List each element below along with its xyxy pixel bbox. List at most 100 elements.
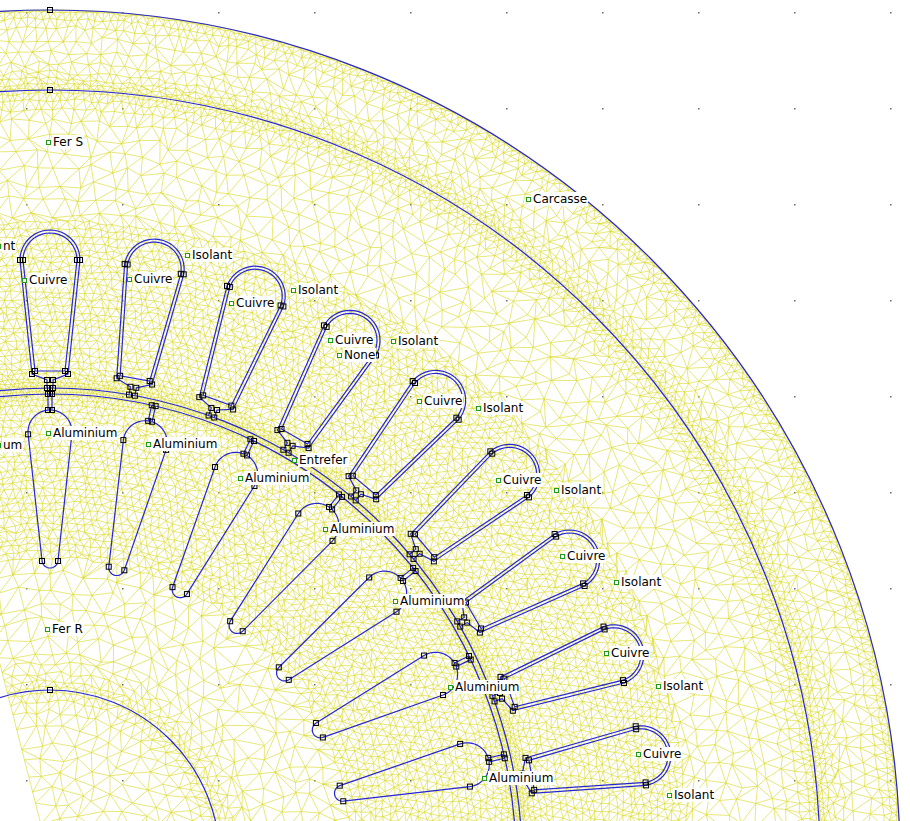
geometry-node xyxy=(490,693,495,698)
block-label: Aluminium xyxy=(329,519,395,537)
material-label: Cuivre xyxy=(566,549,606,563)
slot-insulation xyxy=(353,373,463,495)
label-marker xyxy=(45,627,50,632)
slot-insulation xyxy=(23,233,77,371)
block-label: Isolant xyxy=(297,280,339,298)
block-label: Isolant xyxy=(673,785,715,803)
rotor-bar-slot xyxy=(28,394,72,568)
geometry-node xyxy=(602,627,607,632)
geometry-node xyxy=(581,581,586,586)
geometry-node xyxy=(279,427,284,432)
rotor-bar-slot xyxy=(334,743,504,801)
geometry-node xyxy=(394,609,399,614)
material-label: Cuivre xyxy=(502,473,542,487)
block-label: Aluminium xyxy=(152,434,218,452)
rotor-bar-slot xyxy=(172,439,258,597)
geometry-node xyxy=(150,419,155,424)
geometry-node xyxy=(454,415,459,420)
label-marker xyxy=(636,752,641,757)
geometry-node xyxy=(412,381,417,386)
slot-insulation xyxy=(120,242,181,381)
region-boundary xyxy=(0,690,220,821)
material-label: Carcasse xyxy=(532,192,588,206)
rotor-bar-slot xyxy=(312,652,470,738)
geometry-node xyxy=(467,784,472,789)
material-label: Aluminium xyxy=(399,594,465,608)
geometry-node xyxy=(367,575,372,580)
label-marker xyxy=(22,278,27,283)
rotor-bar-slot xyxy=(277,568,416,681)
label-marker xyxy=(127,277,132,282)
geometry-node xyxy=(330,538,335,543)
block-label: Isolant xyxy=(397,331,439,349)
block-label: Cuivre xyxy=(334,330,374,348)
material-label: Fer R xyxy=(51,622,84,636)
geometry-node xyxy=(45,378,50,383)
geometry-node xyxy=(341,799,346,804)
label-marker xyxy=(667,793,672,798)
label-marker xyxy=(448,685,453,690)
material-label: Cuivre xyxy=(642,747,682,761)
geometry-node xyxy=(413,569,418,574)
geometry-node xyxy=(229,403,234,408)
material-label: Cuivre xyxy=(235,296,275,310)
geometry-node xyxy=(63,369,68,374)
geometry-node xyxy=(50,392,55,397)
block-label: Isolant xyxy=(191,245,233,263)
geometry-node xyxy=(50,408,55,413)
block-label: Cuivre xyxy=(642,744,682,762)
geometry-node xyxy=(353,498,358,503)
material-label: Isolant xyxy=(662,679,704,693)
geometry-node xyxy=(554,534,559,539)
material-label: Aluminium xyxy=(152,437,218,451)
geometry-node xyxy=(240,629,245,634)
geometry-node xyxy=(350,473,355,478)
region-boundary xyxy=(0,10,900,821)
label-marker xyxy=(323,527,328,532)
material-label: Aluminium xyxy=(488,771,554,785)
geometry-node xyxy=(286,677,291,682)
block-label: None xyxy=(343,345,376,363)
stator-slot xyxy=(277,310,380,452)
geometry-node xyxy=(212,415,217,420)
geometry-node xyxy=(178,271,183,276)
geometry-node xyxy=(412,532,417,537)
label-marker xyxy=(560,554,565,559)
geometry-node xyxy=(466,654,471,659)
geometry-node xyxy=(48,8,53,13)
geometry-node xyxy=(320,735,325,740)
geometry-node xyxy=(281,447,286,452)
geometry-node xyxy=(106,564,111,569)
geometry-node xyxy=(56,559,61,564)
geometry-node xyxy=(40,559,45,564)
geometry-node xyxy=(455,619,460,624)
material-label: Cuivre xyxy=(133,272,173,286)
geometry-node xyxy=(26,432,31,437)
geometry-node xyxy=(411,556,416,561)
block-label: Aluminium xyxy=(488,768,554,786)
geometry-node xyxy=(478,626,483,631)
geometry-node xyxy=(228,619,233,624)
label-marker xyxy=(238,476,243,481)
rotor-bar-slot xyxy=(229,494,342,633)
geometry-node xyxy=(532,787,537,792)
label-marker xyxy=(393,599,398,604)
geometry-node xyxy=(490,451,495,456)
geometry-node xyxy=(33,369,38,374)
geometry-node xyxy=(21,258,26,263)
geometry-node xyxy=(132,393,137,398)
material-label: Aluminium xyxy=(329,522,395,536)
material-label: Cuivre xyxy=(610,646,650,660)
label-marker xyxy=(185,253,190,258)
label-marker xyxy=(496,478,501,483)
label-marker xyxy=(482,776,487,781)
block-label: Aluminium xyxy=(52,423,118,441)
geometry-node xyxy=(184,592,189,597)
geometry-node xyxy=(458,624,463,629)
geometry-node xyxy=(290,443,295,448)
label-marker xyxy=(656,684,661,689)
block-label: Isolant xyxy=(620,572,662,590)
geometry-node xyxy=(340,494,345,499)
